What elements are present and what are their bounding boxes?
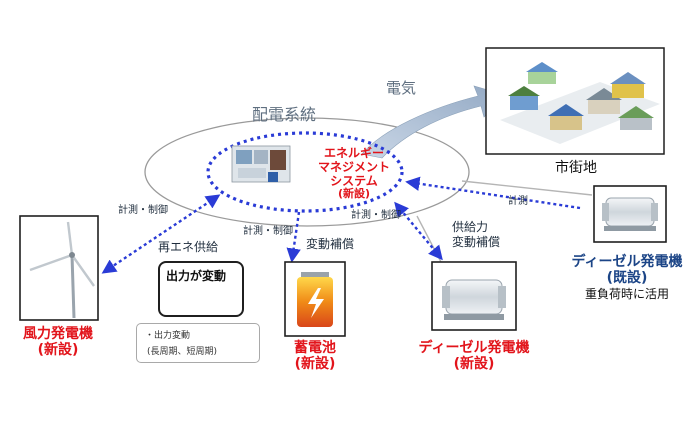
diesel-generator-new-tag: (新設) <box>453 356 495 373</box>
diesel-generator-existing-image <box>593 185 667 243</box>
note-line2: (長周期、短周期) <box>147 347 218 357</box>
wind-turbine-image <box>19 215 99 321</box>
output-fluctuation-callout: 出力が変動 <box>158 261 244 317</box>
fluctuation-comp-label-battery: 変動補償 <box>306 237 355 251</box>
distribution-system-label: 配電系統 <box>252 105 317 124</box>
link-wind <box>101 194 221 274</box>
diesel-generator-new-label: ディーゼル発電機 (新設) <box>408 340 540 372</box>
diesel-generator-existing-label: ディーゼル発電機 (既設) 重負荷時に活用 <box>562 254 692 302</box>
battery-name: 蓄電池 <box>294 340 336 356</box>
ems-label-line3: システム <box>330 173 378 188</box>
distribution-ring <box>144 117 470 227</box>
wind-turbine-tag: (新設) <box>37 342 79 359</box>
wind-turbine-name: 風力発電機 <box>23 326 93 342</box>
ems-ring <box>206 131 404 213</box>
battery-label: 蓄電池 (新設) <box>280 340 350 372</box>
supply-power-label: 供給力 <box>452 220 489 234</box>
ems-label-line2: マネジメント <box>317 159 390 174</box>
city-image <box>485 47 665 155</box>
ems-new-label: (新設) <box>337 187 371 201</box>
supply-line-diesel-new <box>416 215 442 263</box>
ems-label-line1: エネルギー <box>323 146 384 160</box>
diesel-generator-new-name: ディーゼル発電機 <box>418 340 530 356</box>
fluctuation-comp-label-diesel: 変動補償 <box>452 235 501 249</box>
note-line1: ・出力変動 <box>145 331 191 341</box>
measure-right-label: 計測 <box>508 196 528 207</box>
renewable-supply-label: 再エネ供給 <box>158 240 219 254</box>
measure-control-left-label: 計測・制御 <box>118 205 168 216</box>
diesel-generator-new-image <box>431 261 517 331</box>
electricity-label: 電気 <box>386 79 417 97</box>
output-fluctuation-title: 出力が変動 <box>166 269 227 283</box>
link-battery <box>286 211 301 263</box>
diesel-generator-existing-name: ディーゼル発電機 <box>571 254 683 270</box>
wind-turbine-label: 風力発電機 (新設) <box>12 326 104 358</box>
control-room-image <box>231 145 291 183</box>
diesel-generator-existing-use: 重負荷時に活用 <box>584 287 669 302</box>
measure-control-mid1-label: 計測・制御 <box>243 226 293 237</box>
measure-control-mid2-label: 計測・制御 <box>351 210 401 221</box>
ems-label: エネルギー マネジメント システム (新設) <box>314 146 394 201</box>
link-diesel-existing <box>405 176 581 210</box>
fluctuation-note-box: ・出力変動 (長周期、短周期) <box>136 323 260 363</box>
battery-image <box>284 261 346 337</box>
supply-line-diesel-existing <box>461 180 593 196</box>
diesel-generator-existing-tag: (既設) <box>606 270 648 287</box>
city-label: 市街地 <box>555 160 597 176</box>
battery-tag: (新設) <box>294 356 336 373</box>
